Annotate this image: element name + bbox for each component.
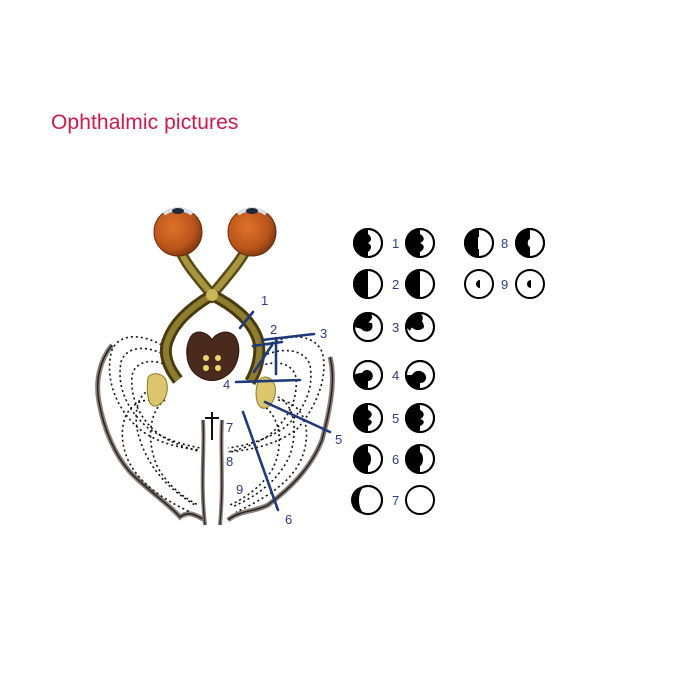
lesion-line-4 [234, 378, 302, 384]
field-2-left [353, 269, 383, 299]
field-7-right [405, 485, 435, 515]
field-row-8: 8 [464, 228, 545, 258]
field-row-5: 5 [353, 403, 435, 433]
field-label-4: 4 [392, 368, 399, 383]
right-eye [227, 207, 277, 257]
field-9-left [464, 269, 494, 299]
lesion-line-6 [241, 410, 280, 512]
field-8-right [515, 228, 545, 258]
left-eye [153, 207, 203, 257]
left-lgn [146, 373, 168, 407]
field-5-left [353, 403, 383, 433]
optic-radiations [108, 336, 325, 513]
field-1-right [405, 228, 435, 258]
lesion-label-7: 7 [226, 420, 233, 435]
optic-nerves [159, 247, 266, 386]
field-label-3: 3 [392, 320, 399, 335]
field-label-8: 8 [501, 236, 508, 251]
lesion-label-1: 1 [261, 293, 268, 308]
field-5-right [405, 403, 435, 433]
field-1-left [353, 228, 383, 258]
field-label-7: 7 [392, 493, 399, 508]
page-title: Ophthalmic pictures [51, 111, 239, 134]
visual-fields: 1 2 [351, 228, 545, 515]
lesion-label-8: 8 [226, 454, 233, 469]
lesion-label-6: 6 [285, 512, 292, 527]
field-label-5: 5 [392, 411, 399, 426]
field-row-1: 1 [353, 228, 435, 258]
field-4-left [353, 360, 383, 390]
right-lgn [255, 376, 276, 409]
field-label-1: 1 [392, 236, 399, 251]
lesion-line-2c [252, 343, 274, 374]
field-6-left [353, 444, 383, 474]
field-row-4: 4 [353, 360, 435, 390]
lesion-line-3 [260, 332, 316, 342]
field-4-right [405, 360, 435, 390]
field-3-left [353, 312, 383, 342]
field-3-right [405, 312, 435, 342]
lesion-labels: 1 2 3 4 5 6 7 8 9 [223, 293, 342, 527]
lesion-label-3: 3 [320, 326, 327, 341]
lesion-label-4: 4 [223, 377, 230, 392]
field-row-3: 3 [353, 312, 435, 342]
field-row-9: 9 [464, 269, 545, 299]
field-9-right [515, 269, 545, 299]
field-label-6: 6 [392, 452, 399, 467]
field-row-6: 6 [353, 444, 435, 474]
lesion-label-9: 9 [236, 482, 243, 497]
field-label-2: 2 [392, 277, 399, 292]
lesion-line-5 [263, 400, 332, 434]
lesion-label-2: 2 [270, 322, 277, 337]
cortex-outline [95, 343, 335, 526]
lesion-line-1 [238, 310, 255, 330]
field-7-left [351, 485, 383, 515]
field-2-right [405, 269, 435, 299]
field-6-right [405, 444, 435, 474]
field-row-2: 2 [353, 269, 435, 299]
field-label-9: 9 [501, 277, 508, 292]
midbrain [186, 331, 240, 381]
lesion-label-5: 5 [335, 432, 342, 447]
field-8-left [464, 228, 494, 258]
field-row-7: 7 [351, 485, 435, 515]
lesion-lines [234, 310, 332, 512]
